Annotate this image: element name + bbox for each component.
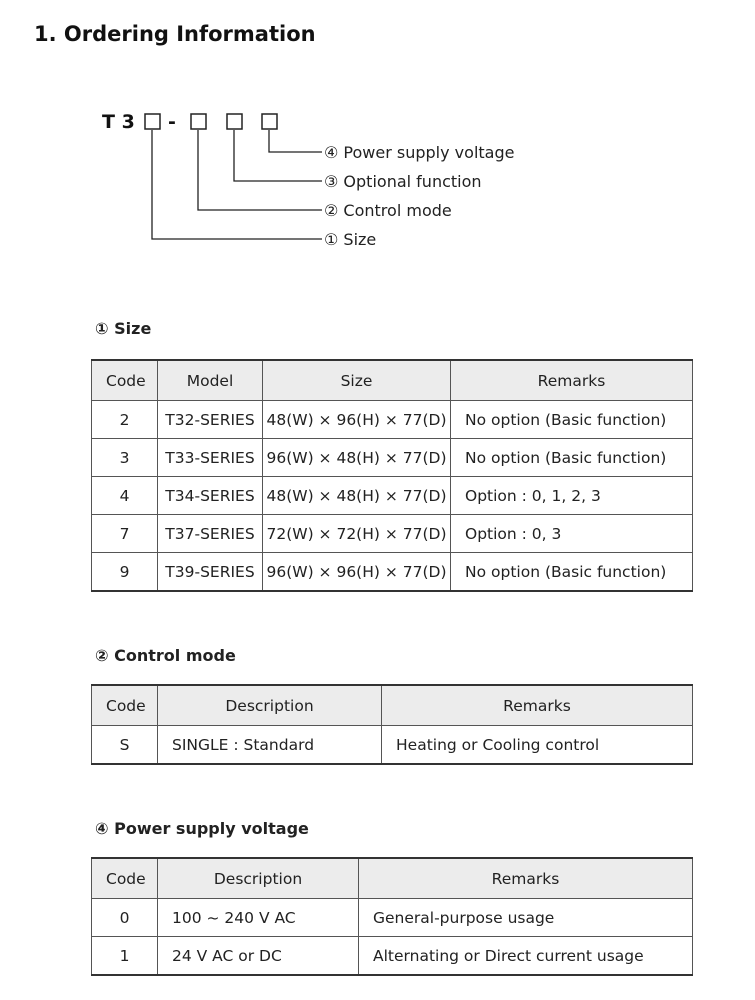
table-header-row: Code Model Size Remarks xyxy=(91,359,693,401)
label-power-supply: ④ Power supply voltage xyxy=(324,143,514,162)
cell-size: 48(W) × 48(H) × 77(D) xyxy=(262,476,451,515)
code-box-1 xyxy=(144,113,161,130)
label-optional-function: ③ Optional function xyxy=(324,172,482,191)
header-description: Description xyxy=(157,857,359,899)
cell-code: 7 xyxy=(91,514,158,553)
table-row: S SINGLE : Standard Heating or Cooling c… xyxy=(91,725,693,765)
table-row: 2 T32-SERIES 48(W) × 96(H) × 77(D) No op… xyxy=(91,400,693,439)
cell-description: 100 ~ 240 V AC xyxy=(157,898,359,937)
table-row: 7 T37-SERIES 72(W) × 72(H) × 77(D) Optio… xyxy=(91,514,693,553)
ordering-code-diagram: T 3 - ④ Power supply voltage ③ Optional … xyxy=(102,111,514,249)
label-size: ① Size xyxy=(324,230,376,249)
cell-remarks: Alternating or Direct current usage xyxy=(358,936,693,976)
size-section-title: ① Size xyxy=(95,319,152,338)
header-code: Code xyxy=(91,684,158,726)
cell-model: T32-SERIES xyxy=(157,400,263,439)
cell-code: S xyxy=(91,725,158,765)
cell-description: SINGLE : Standard xyxy=(157,725,382,765)
table-row: 9 T39-SERIES 96(W) × 96(H) × 77(D) No op… xyxy=(91,552,693,592)
power-section-title: ④ Power supply voltage xyxy=(95,819,309,838)
cell-remarks: No option (Basic function) xyxy=(450,552,693,592)
cell-size: 48(W) × 96(H) × 77(D) xyxy=(262,400,451,439)
cell-model: T37-SERIES xyxy=(157,514,263,553)
header-description: Description xyxy=(157,684,382,726)
header-code: Code xyxy=(91,857,158,899)
power-supply-table: Code Description Remarks 0 100 ~ 240 V A… xyxy=(91,857,693,976)
cell-code: 2 xyxy=(91,400,158,439)
table-row: 3 T33-SERIES 96(W) × 48(H) × 77(D) No op… xyxy=(91,438,693,477)
table-row: 1 24 V AC or DC Alternating or Direct cu… xyxy=(91,936,693,976)
cell-code: 1 xyxy=(91,936,158,976)
code-box-3 xyxy=(226,113,243,130)
table-row: 0 100 ~ 240 V AC General-purpose usage xyxy=(91,898,693,937)
header-model: Model xyxy=(157,359,263,401)
cell-size: 72(W) × 72(H) × 77(D) xyxy=(262,514,451,553)
header-size: Size xyxy=(262,359,451,401)
control-mode-table: Code Description Remarks S SINGLE : Stan… xyxy=(91,684,693,765)
cell-code: 3 xyxy=(91,438,158,477)
cell-description: 24 V AC or DC xyxy=(157,936,359,976)
code-box-2 xyxy=(190,113,207,130)
header-remarks: Remarks xyxy=(381,684,693,726)
code-dash: - xyxy=(168,111,176,133)
cell-size: 96(W) × 96(H) × 77(D) xyxy=(262,552,451,592)
table-header-row: Code Description Remarks xyxy=(91,857,693,899)
cell-remarks: Heating or Cooling control xyxy=(381,725,693,765)
header-code: Code xyxy=(91,359,158,401)
table-header-row: Code Description Remarks xyxy=(91,684,693,726)
connector-lines xyxy=(151,130,322,240)
cell-model: T39-SERIES xyxy=(157,552,263,592)
page-heading: 1. Ordering Information xyxy=(34,22,316,46)
size-table: Code Model Size Remarks 2 T32-SERIES 48(… xyxy=(91,359,693,592)
header-remarks: Remarks xyxy=(450,359,693,401)
label-control-mode: ② Control mode xyxy=(324,201,452,220)
table-row: 4 T34-SERIES 48(W) × 48(H) × 77(D) Optio… xyxy=(91,476,693,515)
code-prefix: T 3 xyxy=(102,111,135,133)
cell-model: T34-SERIES xyxy=(157,476,263,515)
cell-code: 4 xyxy=(91,476,158,515)
cell-remarks: General-purpose usage xyxy=(358,898,693,937)
cell-remarks: Option : 0, 3 xyxy=(450,514,693,553)
cell-size: 96(W) × 48(H) × 77(D) xyxy=(262,438,451,477)
cell-remarks: No option (Basic function) xyxy=(450,400,693,439)
control-section-title: ② Control mode xyxy=(95,646,236,665)
code-box-4 xyxy=(261,113,278,130)
cell-code: 0 xyxy=(91,898,158,937)
cell-code: 9 xyxy=(91,552,158,592)
header-remarks: Remarks xyxy=(358,857,693,899)
cell-model: T33-SERIES xyxy=(157,438,263,477)
cell-remarks: Option : 0, 1, 2, 3 xyxy=(450,476,693,515)
cell-remarks: No option (Basic function) xyxy=(450,438,693,477)
